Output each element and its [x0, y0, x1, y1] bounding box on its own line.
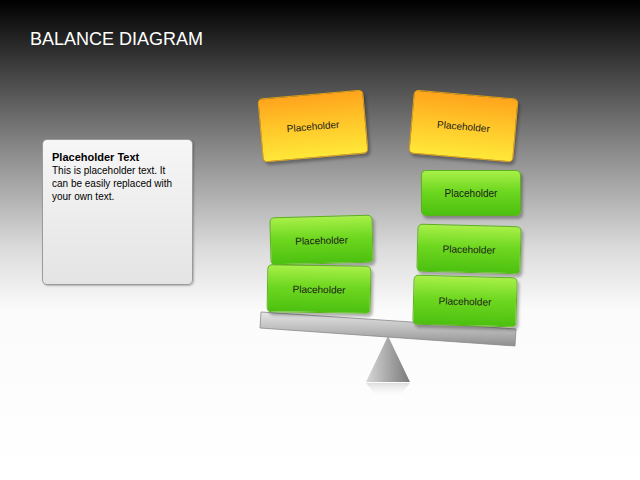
weight-block: Placeholder	[412, 275, 517, 328]
block-label: Placeholder	[293, 283, 346, 295]
fulcrum	[366, 336, 410, 382]
text-panel: Placeholder TextThis is placeholder text…	[42, 139, 193, 285]
block-label: Placeholder	[438, 295, 491, 307]
block-label: Placeholder	[437, 118, 491, 134]
fulcrum-reflection	[366, 383, 410, 398]
slide-title: BALANCE DIAGRAM	[30, 29, 203, 50]
weight-block: Placeholder	[269, 215, 373, 266]
panel-heading: Placeholder Text	[52, 151, 183, 163]
weight-block: Placeholder	[421, 170, 521, 216]
weight-block: Placeholder	[267, 264, 372, 314]
block-label: Placeholder	[442, 243, 495, 255]
block-label: Placeholder	[295, 234, 348, 246]
panel-body: This is placeholder text. It can be easi…	[52, 164, 183, 203]
weight-block: Placeholder	[416, 224, 521, 275]
block-label: Placeholder	[286, 118, 340, 134]
block-label: Placeholder	[445, 188, 498, 199]
weight-block: Placeholder	[408, 90, 518, 163]
weight-block: Placeholder	[257, 90, 368, 163]
